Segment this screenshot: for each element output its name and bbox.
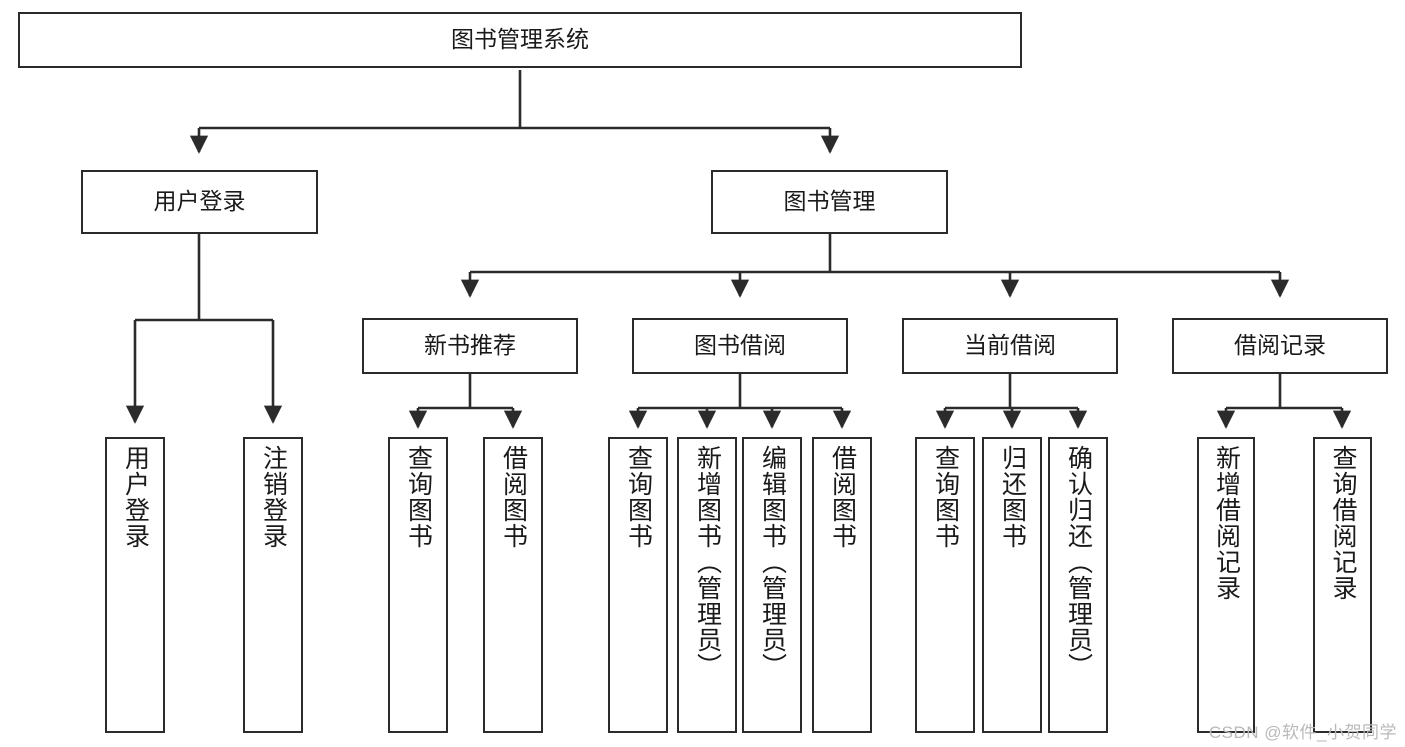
node-leaf-current-confirm-return-label: 确认归还（管理员） bbox=[1064, 445, 1093, 679]
node-leaf-current-query-book-label: 查询图书 bbox=[931, 445, 960, 549]
node-user-login-label: 用户登录 bbox=[153, 188, 246, 215]
node-book-borrow[interactable]: 图书借阅 bbox=[632, 318, 848, 374]
node-leaf-record-query-record-label: 查询借阅记录 bbox=[1329, 445, 1357, 601]
node-leaf-user-login-logout[interactable]: 注销登录 bbox=[243, 437, 303, 733]
watermark-credit: CSDN @软件_小贺同学 bbox=[1208, 723, 1397, 742]
node-new-book-recommend[interactable]: 新书推荐 bbox=[362, 318, 578, 374]
node-leaf-borrow-borrow-book[interactable]: 借阅图书 bbox=[812, 437, 872, 733]
node-borrow-record-label: 借阅记录 bbox=[1234, 332, 1326, 359]
node-new-book-recommend-label: 新书推荐 bbox=[424, 332, 516, 359]
node-leaf-user-login-login-label: 用户登录 bbox=[121, 445, 150, 549]
node-leaf-user-login-logout-label: 注销登录 bbox=[259, 445, 288, 549]
node-leaf-user-login-login[interactable]: 用户登录 bbox=[105, 437, 165, 733]
node-leaf-current-return-book[interactable]: 归还图书 bbox=[982, 437, 1042, 733]
node-current-borrow-label: 当前借阅 bbox=[964, 332, 1056, 359]
node-leaf-borrow-query-book-label: 查询图书 bbox=[624, 445, 653, 549]
node-leaf-borrow-query-book[interactable]: 查询图书 bbox=[608, 437, 668, 733]
node-root-system-label: 图书管理系统 bbox=[451, 26, 589, 53]
node-leaf-borrow-edit-book[interactable]: 编辑图书（管理员） bbox=[742, 437, 802, 733]
node-leaf-record-query-record[interactable]: 查询借阅记录 bbox=[1313, 437, 1372, 733]
node-leaf-borrow-add-book[interactable]: 新增图书（管理员） bbox=[677, 437, 737, 733]
node-book-borrow-label: 图书借阅 bbox=[694, 332, 786, 359]
node-leaf-current-confirm-return[interactable]: 确认归还（管理员） bbox=[1048, 437, 1108, 733]
node-leaf-record-add-record-label: 新增借阅记录 bbox=[1212, 445, 1241, 601]
node-leaf-current-return-book-label: 归还图书 bbox=[998, 445, 1027, 549]
node-leaf-borrow-borrow-book-label: 借阅图书 bbox=[828, 445, 857, 549]
node-book-management[interactable]: 图书管理 bbox=[711, 170, 948, 234]
node-leaf-recommend-query-book[interactable]: 查询图书 bbox=[388, 437, 448, 733]
node-leaf-borrow-edit-book-label: 编辑图书（管理员） bbox=[758, 445, 787, 679]
node-leaf-recommend-borrow-book[interactable]: 借阅图书 bbox=[483, 437, 543, 733]
node-leaf-recommend-borrow-book-label: 借阅图书 bbox=[499, 445, 528, 549]
node-leaf-current-query-book[interactable]: 查询图书 bbox=[915, 437, 975, 733]
node-root-system[interactable]: 图书管理系统 bbox=[18, 12, 1022, 68]
node-leaf-record-add-record[interactable]: 新增借阅记录 bbox=[1197, 437, 1255, 733]
node-book-management-label: 图书管理 bbox=[783, 188, 876, 215]
node-leaf-recommend-query-book-label: 查询图书 bbox=[404, 445, 433, 549]
node-borrow-record[interactable]: 借阅记录 bbox=[1172, 318, 1388, 374]
node-user-login[interactable]: 用户登录 bbox=[81, 170, 318, 234]
node-current-borrow[interactable]: 当前借阅 bbox=[902, 318, 1118, 374]
node-leaf-borrow-add-book-label: 新增图书（管理员） bbox=[693, 445, 722, 679]
